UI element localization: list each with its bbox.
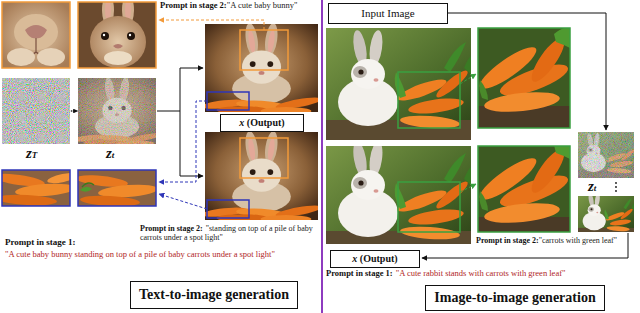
prompt-text: "carrots with green leaf" [539,236,617,245]
carrot-zoom-top [475,28,571,128]
output-image-bottom [201,130,323,223]
panel-divider [321,0,323,313]
vertical-ellipsis-part [615,182,617,184]
noised-small-image-part [576,132,636,178]
panel-title-box: Image-to-image generation [425,285,605,311]
face-crop-part [78,2,156,68]
vertical-ellipsis-part [615,186,617,188]
carrot-zoom-bottom-part [478,146,570,232]
latent-label: zt [106,146,114,163]
node-text: Input Image [337,7,439,20]
node-text: x (Output) [339,253,411,265]
output-image-right-part [398,182,460,232]
prompt-stage1: "A cute baby bunny standing on top of a … [5,250,319,259]
green-leaders-part [460,74,476,84]
prompt-stage1: Prompt in stage 1:"A cute rabbit stands … [326,269,636,278]
carrot-zoom-top-part [475,28,571,128]
node-text: Text-to-image generation [139,287,289,303]
input-image-part [326,28,471,140]
carrot-zoom-bottom [475,139,571,239]
noisy-bunny-image-part [71,77,162,146]
prompt-text: Prompt in stage 1: [326,268,393,278]
input-label-box: Input Image [328,3,448,24]
prompt-stage1: Prompt in stage 1: [5,238,76,247]
carrot-crop-leaf [76,170,159,208]
nose-crop-part [1,2,71,68]
ellipsis-arrow-part [75,111,78,112]
noisy-bunny-image-part [78,78,156,144]
nose-crop [1,2,71,68]
process-arrows-part [422,233,628,258]
denoised-small-image-part [578,192,634,235]
output-image-top-part [240,30,288,70]
green-leaders-part [460,184,476,192]
noise-image [2,78,70,144]
zoom-leaders-part [159,20,264,30]
sampling-arrows-part [157,68,203,111]
carrot-crop-part [2,170,70,206]
nose-crop-part [2,2,70,68]
node-text: x (Output) [229,117,295,129]
prompt-text: "A cute baby bunny" [227,0,298,10]
carrot-crop-leaf-part [76,170,159,208]
latent-label: zt [588,179,596,196]
latent-label: zT [26,146,37,163]
output-label-box: x (Output) [220,114,304,132]
noisy-bunny-image [71,77,162,146]
input-image-part [398,72,460,128]
denoised-small-image [578,192,634,235]
output-image-bottom-part [201,130,323,223]
output-image-right [326,139,471,251]
carrot-crop-leaf-part [78,170,156,206]
node-text: Image-to-image generation [434,290,596,306]
latent-symbol: zT [26,146,37,163]
output-image-top-part [201,22,323,115]
prompt-text: "A cute rabbit stands with carrots with … [396,268,566,278]
prompt-text: Prompt in stage 2: [160,0,227,10]
prompt-text: Prompt in stage 1: [5,237,76,247]
process-arrows-part [448,13,606,130]
green-leaders [460,74,476,192]
face-crop-part [78,0,156,68]
ellipsis-arrow-part [71,110,73,112]
output-image-right-part [326,139,471,251]
latent-symbol: zt [588,179,596,196]
prompt-text: Prompt in stage 2: [476,236,539,245]
output-image-top [201,22,323,115]
carrot-zoom-bottom-part [475,139,571,239]
prompt-text: Prompt in stage 2: [140,224,203,233]
zoom-leaders-part [159,194,207,209]
prompt-stage2: Prompt in stage 2:"A cute baby bunny" [160,1,322,10]
panel-title-box: Text-to-image generation [130,281,298,309]
output-image-bottom-part [207,200,249,218]
output-label-box: x (Output) [330,250,420,268]
ellipsis-arrow [71,110,78,112]
input-image [326,28,471,140]
process-arrows [422,13,628,258]
vertical-ellipsis-part [615,190,617,192]
latent-symbol: zt [106,146,114,163]
vertical-ellipsis [615,182,617,192]
carrot-zoom-top-part [478,28,570,128]
prompt-text: "A cute baby bunny standing on top of a … [5,249,275,259]
prompt-stage2: Prompt in stage 2:"carrots with green le… [476,236,622,245]
noise-image-part [2,78,70,144]
noised-small-image [576,132,636,178]
zoom-leaders-part [159,101,207,182]
carrot-crop-part [0,170,79,207]
prompt-stage2: Prompt in stage 2:"standing on top of a … [140,224,318,242]
face-crop [78,0,156,68]
noised-small-image-part [578,132,634,178]
output-image-bottom-part [240,138,288,178]
output-image-top-part [207,92,249,110]
sampling-arrows-part [180,111,203,176]
carrot-crop [0,170,79,207]
ellipsis-arrow-part [73,110,75,112]
